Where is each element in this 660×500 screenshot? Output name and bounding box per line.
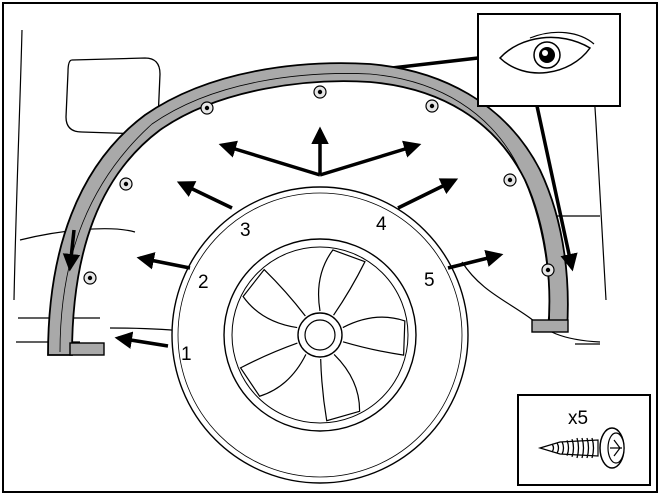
screw-thread-2 (556, 442, 560, 454)
eye-icon (498, 31, 595, 74)
flare-fastener-points (83, 85, 555, 285)
callout-1: 1 (181, 344, 192, 365)
spoke-5 (242, 268, 306, 329)
screw-thread-7 (581, 437, 585, 459)
fastener-hole-2 (123, 181, 129, 187)
fastener-hole-3 (204, 105, 210, 111)
screw-thread-6 (576, 437, 580, 459)
callout-3: 3 (240, 220, 251, 241)
fastener-hole-5 (429, 103, 435, 109)
push-arrow-7 (397, 178, 459, 210)
screw-thread-3 (561, 441, 565, 455)
push-arrow-1 (114, 331, 169, 349)
spoke-2 (342, 316, 406, 356)
screw-thread-4 (566, 440, 570, 456)
callout-4: 4 (376, 214, 387, 235)
inspect-inset (477, 13, 621, 107)
hardware-box: x5 (517, 394, 651, 486)
push-arrow-3 (176, 181, 233, 210)
screw-thread-1 (551, 443, 555, 453)
push-arrow-8 (447, 249, 504, 270)
screw-icon (537, 427, 625, 469)
frame-border (2, 2, 658, 493)
spoke-4 (239, 342, 307, 397)
wheel (171, 186, 469, 484)
screw-thread-5 (571, 438, 575, 458)
spoke-3 (320, 353, 361, 422)
fastener-hole-7 (545, 267, 551, 273)
fastener-hole-4 (317, 89, 323, 95)
guide-arrow-left (62, 229, 81, 272)
spoke-1 (317, 249, 366, 316)
fender-flare (47, 62, 569, 356)
callout-5: 5 (424, 270, 435, 291)
guide-arrow-right (535, 105, 578, 272)
hardware-quantity: x5 (568, 408, 588, 429)
screw-thread-8 (586, 437, 590, 459)
screw-thread-9 (591, 437, 595, 459)
fastener-hole-6 (507, 177, 513, 183)
push-arrow-5 (218, 140, 321, 177)
push-arrow-6 (319, 140, 422, 177)
push-arrows (114, 126, 504, 349)
fastener-hole-1 (87, 275, 93, 281)
callout-2: 2 (198, 272, 209, 293)
wheel-spokes (239, 249, 406, 422)
push-arrow-2 (136, 252, 191, 270)
